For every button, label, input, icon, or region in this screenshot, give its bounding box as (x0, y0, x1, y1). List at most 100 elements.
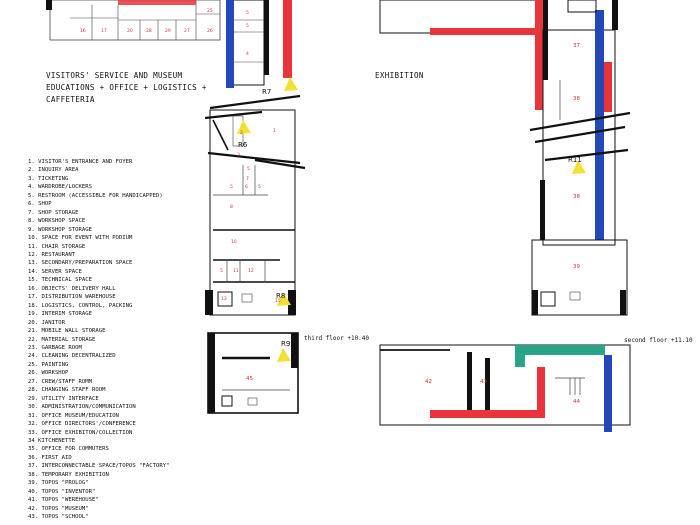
second-floor-outline (379, 344, 631, 426)
red-circulation-band (430, 410, 545, 418)
room-number: 7 (246, 176, 249, 182)
legend-item: 14. SERVER SPACE (28, 268, 82, 275)
blue-circulation-band (595, 10, 604, 240)
wall-block (612, 0, 618, 30)
legend-item: 30. ADMINISTRATION/COMMUNICATION (28, 404, 136, 411)
legend-item: 13. SECONDARY/PREPARATION SPACE (28, 260, 133, 267)
view-marker-label: R9 (281, 340, 290, 348)
legend-item: 28. CHANGING STAFF ROOM (28, 387, 106, 394)
second-floor-label: second floor +11.10 (624, 337, 693, 344)
skewed-wall (534, 125, 626, 144)
stair (567, 0, 597, 13)
elevator (221, 395, 233, 407)
legend-item: 29. UTILITY INTERFACE (28, 395, 99, 402)
room-number: 45 (246, 376, 253, 382)
legend-item: 34 KITCHENETTE (28, 437, 76, 444)
legend-item: 43. TOPOS "SCHOOL" (28, 514, 89, 521)
visitors-heading-line-1: VISITORS' SERVICE AND MUSEUM (46, 71, 183, 80)
room-number: 1 (273, 128, 276, 134)
room-number: 28 (146, 28, 152, 34)
legend-item: 8. WORKSHOP SPACE (28, 218, 86, 225)
legend-item: 9. WORKSHOP STORAGE (28, 226, 92, 233)
wall-block (264, 0, 269, 75)
room-number: 4 (246, 51, 249, 57)
legend-item: 41. TOPOS "WEREHOUSE" (28, 497, 99, 504)
red-circulation-band (604, 62, 612, 112)
legend-item: 20. JANITOR (28, 319, 66, 326)
second-floor-plan (379, 344, 631, 432)
third-floor-plan (207, 332, 299, 414)
room-number: 26 (207, 28, 213, 34)
legend-item: 37. INTERCONNECTABLE SPACE/TOPOS "FACTOR… (28, 463, 170, 470)
room-number: 5 (246, 23, 249, 29)
legend-item: 17. DISTRIBUTION WAREHOUSE (28, 294, 116, 301)
wall-block (205, 290, 213, 315)
room-number: 38 (573, 194, 580, 200)
skewed-wall (254, 158, 306, 170)
elevator (217, 291, 233, 307)
view-marker-r8: R8 (276, 292, 291, 306)
wall-block (540, 180, 545, 240)
legend-item: 3. TICKETING (28, 175, 69, 182)
room-number: 2 (240, 130, 243, 136)
skewed-wall (204, 110, 263, 120)
room-number: 38 (573, 96, 580, 102)
legend-item: 7. SHOP STORAGE (28, 209, 79, 216)
red-circulation-band (430, 28, 540, 35)
skewed-wall (544, 148, 629, 162)
skewed-wall (529, 111, 631, 132)
view-cone-icon (237, 120, 251, 134)
view-marker-r6: R6 (237, 120, 251, 149)
room-number: 5 (220, 268, 223, 274)
legend-item: 10. SPACE FOR EVENT WITH PODIUM (28, 235, 133, 242)
room-number: 17 (101, 28, 107, 34)
view-marker-label: R7 (262, 88, 271, 96)
room-number: 5 (258, 184, 261, 190)
room-number: 42 (425, 379, 432, 385)
view-marker-label: R6 (238, 141, 248, 149)
room-number: 12 (248, 268, 254, 274)
legend-item: 27. CREW/STAFF ROMM (28, 378, 92, 385)
wall-block (485, 358, 490, 410)
view-marker-r7: R7 (262, 77, 298, 96)
green-circulation-band (515, 345, 605, 355)
central-column-outline (209, 109, 296, 316)
skewed-wall (207, 151, 301, 165)
skewed-wall (209, 94, 301, 110)
fixture (241, 293, 253, 303)
view-marker-r9: R9 (277, 340, 291, 362)
room-number: 29 (165, 28, 171, 34)
room-number: 5 (247, 166, 250, 172)
legend-item: 23. GARBAGE ROOM (28, 344, 82, 351)
legend-item: 2. INQUIRY AREA (28, 167, 79, 174)
top-left-wing-outline (49, 0, 221, 41)
room-number: 39 (573, 264, 580, 270)
fixture (569, 291, 581, 301)
top-left-wing (46, 0, 221, 41)
legend-item: 18. LOGISTICS, CONTROL, PACKING (28, 302, 133, 309)
room-number: 8 (230, 204, 233, 210)
wall-block (467, 352, 472, 410)
room-number: 11 (233, 268, 239, 274)
visitors-heading-line-3: CAFFETERIA (46, 95, 95, 104)
legend-item: 21. MOBILE WALL STORAGE (28, 328, 106, 335)
blue-circulation-band (226, 0, 234, 88)
room-number: 20 (127, 28, 133, 34)
legend-item: 42. TOPOS "MUSEUM" (28, 505, 89, 512)
red-strip (118, 0, 196, 5)
wall-block (288, 290, 296, 315)
skewed-wall (212, 119, 229, 151)
red-circulation-band (537, 367, 545, 417)
wall-block (532, 290, 538, 315)
legend-item: 5. RESTROOM (ACCESSIBLE FOR HANDICAPPED) (28, 192, 163, 199)
legend-item: 12. RESTAURANT (28, 251, 76, 258)
legend-item: 4. WARDROBE/LOCKERS (28, 184, 92, 191)
room-number: 5 (230, 184, 233, 190)
room-number: 10 (231, 239, 237, 245)
legend-item: 38. TEMPORARY EXHIBITION (28, 471, 109, 478)
room-number: 37 (573, 43, 580, 49)
legend-item: 19. INTERIM STORAGE (28, 311, 92, 318)
legend-item: 15. TECHNICAL SPACE (28, 277, 92, 284)
exhibition-lower-outline (531, 239, 628, 316)
